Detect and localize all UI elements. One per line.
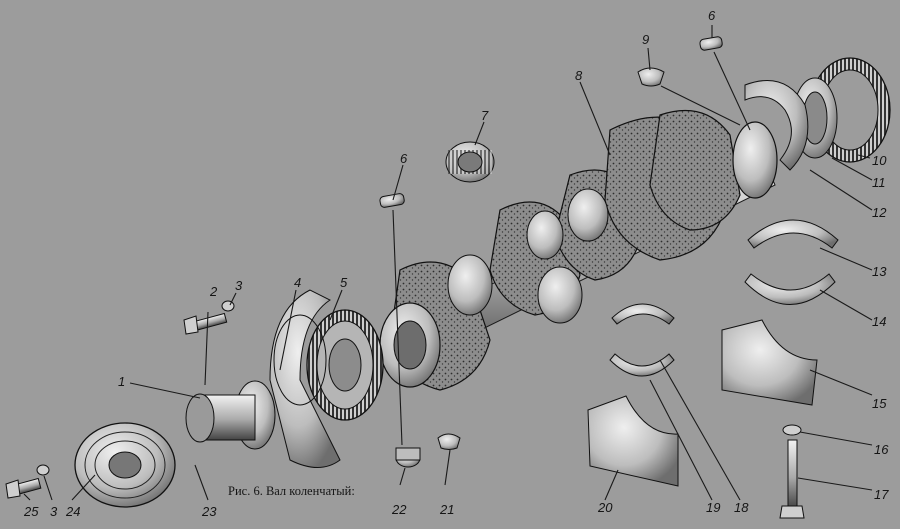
thrust-half-ring bbox=[744, 80, 809, 171]
bolt-25 bbox=[5, 477, 42, 499]
callout-7: 7 bbox=[481, 108, 489, 123]
callout-3-bottom: 3 bbox=[50, 504, 58, 519]
callout-20: 20 bbox=[597, 500, 613, 515]
callout-1: 1 bbox=[118, 374, 125, 389]
callout-10: 10 bbox=[872, 153, 887, 168]
callout-23: 23 bbox=[201, 504, 217, 519]
callout-13: 13 bbox=[872, 264, 887, 279]
needle-bearing bbox=[445, 141, 495, 183]
callout-25: 25 bbox=[23, 504, 39, 519]
bearing-shells-rear bbox=[744, 219, 839, 305]
crankshaft-pulley bbox=[74, 422, 176, 508]
callout-21: 21 bbox=[439, 502, 454, 517]
callout-12: 12 bbox=[872, 205, 887, 220]
callout-4: 4 bbox=[294, 275, 301, 290]
bolt-2 bbox=[183, 312, 228, 335]
leader-lines bbox=[23, 25, 873, 501]
callout-2: 2 bbox=[209, 284, 218, 299]
bearing-shells-front bbox=[609, 303, 675, 377]
key-6-mid bbox=[379, 193, 405, 208]
callout-5: 5 bbox=[340, 275, 348, 290]
front-gear bbox=[306, 309, 384, 421]
crank-pins bbox=[447, 188, 609, 324]
bushing-22 bbox=[395, 447, 421, 468]
main-bearing-cap-15 bbox=[721, 319, 818, 406]
washer-3-top bbox=[221, 300, 235, 312]
callout-18: 18 bbox=[734, 500, 749, 515]
callout-6-top: 6 bbox=[708, 8, 716, 23]
cap-bolt-17 bbox=[779, 424, 805, 519]
callout-17: 17 bbox=[874, 487, 889, 502]
front-hub bbox=[185, 380, 276, 450]
callout-11: 11 bbox=[872, 175, 886, 190]
callout-19: 19 bbox=[706, 500, 720, 515]
crankshaft bbox=[379, 109, 778, 391]
segment-key-9 bbox=[637, 67, 665, 87]
callout-24: 24 bbox=[65, 504, 80, 519]
callout-labels: 1 2 3 4 5 6 7 8 9 6 10 11 12 13 14 15 16… bbox=[23, 8, 889, 519]
segment-key-21 bbox=[437, 433, 461, 450]
main-bearing-cap-20 bbox=[587, 395, 679, 487]
callout-14: 14 bbox=[872, 314, 886, 329]
callout-22: 22 bbox=[391, 502, 407, 517]
callout-16: 16 bbox=[874, 442, 889, 457]
figure-caption: Рис. 6. Вал коленчатый: bbox=[228, 484, 355, 498]
callout-8: 8 bbox=[575, 68, 583, 83]
callout-15: 15 bbox=[872, 396, 887, 411]
callout-3-top: 3 bbox=[235, 278, 243, 293]
washer-16 bbox=[782, 424, 802, 436]
callout-9: 9 bbox=[642, 32, 649, 47]
washer-3-bottom bbox=[36, 464, 50, 476]
key-6-top bbox=[699, 36, 723, 51]
crank-webs bbox=[389, 109, 741, 391]
callout-6-mid: 6 bbox=[400, 151, 408, 166]
